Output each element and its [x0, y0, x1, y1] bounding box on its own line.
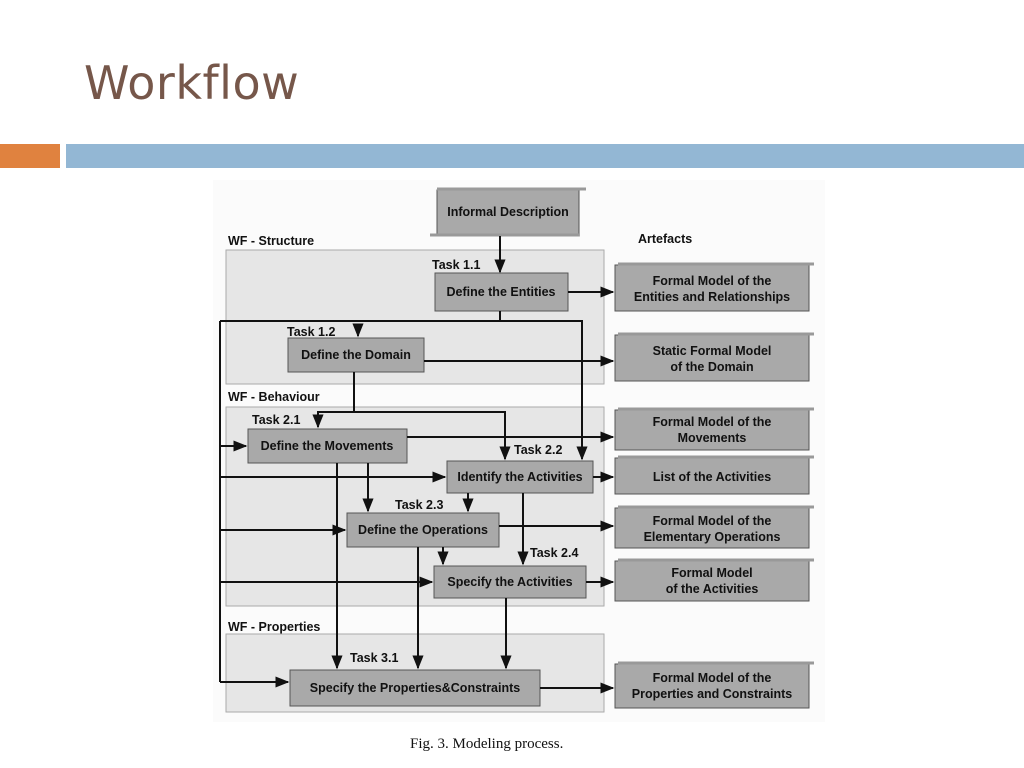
artefact-movements: Formal Model of the Movements [614, 407, 814, 451]
artefact-properties-constraints: Formal Model of the Properties and Const… [614, 661, 814, 709]
task-box-define-operations: Define the Operations [346, 512, 500, 548]
task-box-label: Specify the Properties&Constraints [310, 681, 521, 695]
artefact-line-1: Formal Model of the [653, 671, 772, 685]
task-label-2-4: Task 2.4 [530, 546, 578, 560]
task-box-label: Define the Domain [301, 348, 411, 362]
artefact-line-2: of the Activities [666, 582, 759, 596]
artefact-line-1: Static Formal Model [653, 344, 772, 358]
task-box-label: Define the Operations [358, 523, 488, 537]
artefact-line-1: Formal Model [671, 566, 752, 580]
connectors [219, 236, 615, 694]
artefact-line-2: Properties and Constraints [632, 687, 792, 701]
artefact-line-2: Movements [678, 431, 747, 445]
artefact-line-1: Formal Model of the [653, 274, 772, 288]
group-label-properties: WF - Properties [228, 620, 320, 634]
task-box-define-entities: Define the Entities [434, 272, 569, 312]
group-label-structure: WF - Structure [228, 234, 314, 248]
task-box-identify-activities: Identify the Activities [446, 460, 594, 494]
artefact-static-domain: Static Formal Model of the Domain [614, 332, 814, 382]
accent-bar-orange [0, 144, 60, 168]
group-label-behaviour: WF - Behaviour [228, 390, 320, 404]
artefact-list-activities: List of the Activities [614, 455, 814, 495]
task-label-2-2: Task 2.2 [514, 443, 562, 457]
artefact-elementary-operations: Formal Model of the Elementary Operation… [614, 505, 814, 549]
task-box-define-domain: Define the Domain [287, 337, 425, 373]
task-label-3-1: Task 3.1 [350, 651, 398, 665]
artefact-line-1: Formal Model of the [653, 415, 772, 429]
artefact-line-1: Formal Model of the [653, 514, 772, 528]
accent-bar-blue [66, 144, 1024, 168]
task-box-specify-activities: Specify the Activities [433, 565, 587, 599]
task-box-define-movements: Define the Movements [247, 428, 408, 464]
task-box-label: Specify the Activities [447, 575, 572, 589]
slide-title: Workflow [84, 56, 300, 110]
input-scroll-label: Informal Description [447, 205, 569, 219]
figure-caption: Fig. 3. Modeling process. [410, 736, 563, 752]
task-box-label: Identify the Activities [457, 470, 582, 484]
task-label-1-2: Task 1.2 [287, 325, 335, 339]
task-box-label: Define the Movements [261, 439, 394, 453]
input-scroll-informal-description: Informal Description [430, 187, 586, 237]
task-label-2-1: Task 2.1 [252, 413, 300, 427]
artefact-line-2: of the Domain [670, 360, 753, 374]
artefact-entities-relationships: Formal Model of the Entities and Relatio… [614, 262, 814, 312]
task-box-specify-properties: Specify the Properties&Constraints [289, 669, 541, 707]
task-label-1-1: Task 1.1 [432, 258, 480, 272]
artefact-line-1: List of the Activities [653, 470, 771, 484]
artefact-line-2: Entities and Relationships [634, 290, 790, 304]
artefact-line-2: Elementary Operations [644, 530, 781, 544]
artefacts-header: Artefacts [638, 232, 692, 246]
task-box-label: Define the Entities [446, 285, 555, 299]
task-label-2-3: Task 2.3 [395, 498, 443, 512]
artefact-activities-model: Formal Model of the Activities [614, 558, 814, 602]
